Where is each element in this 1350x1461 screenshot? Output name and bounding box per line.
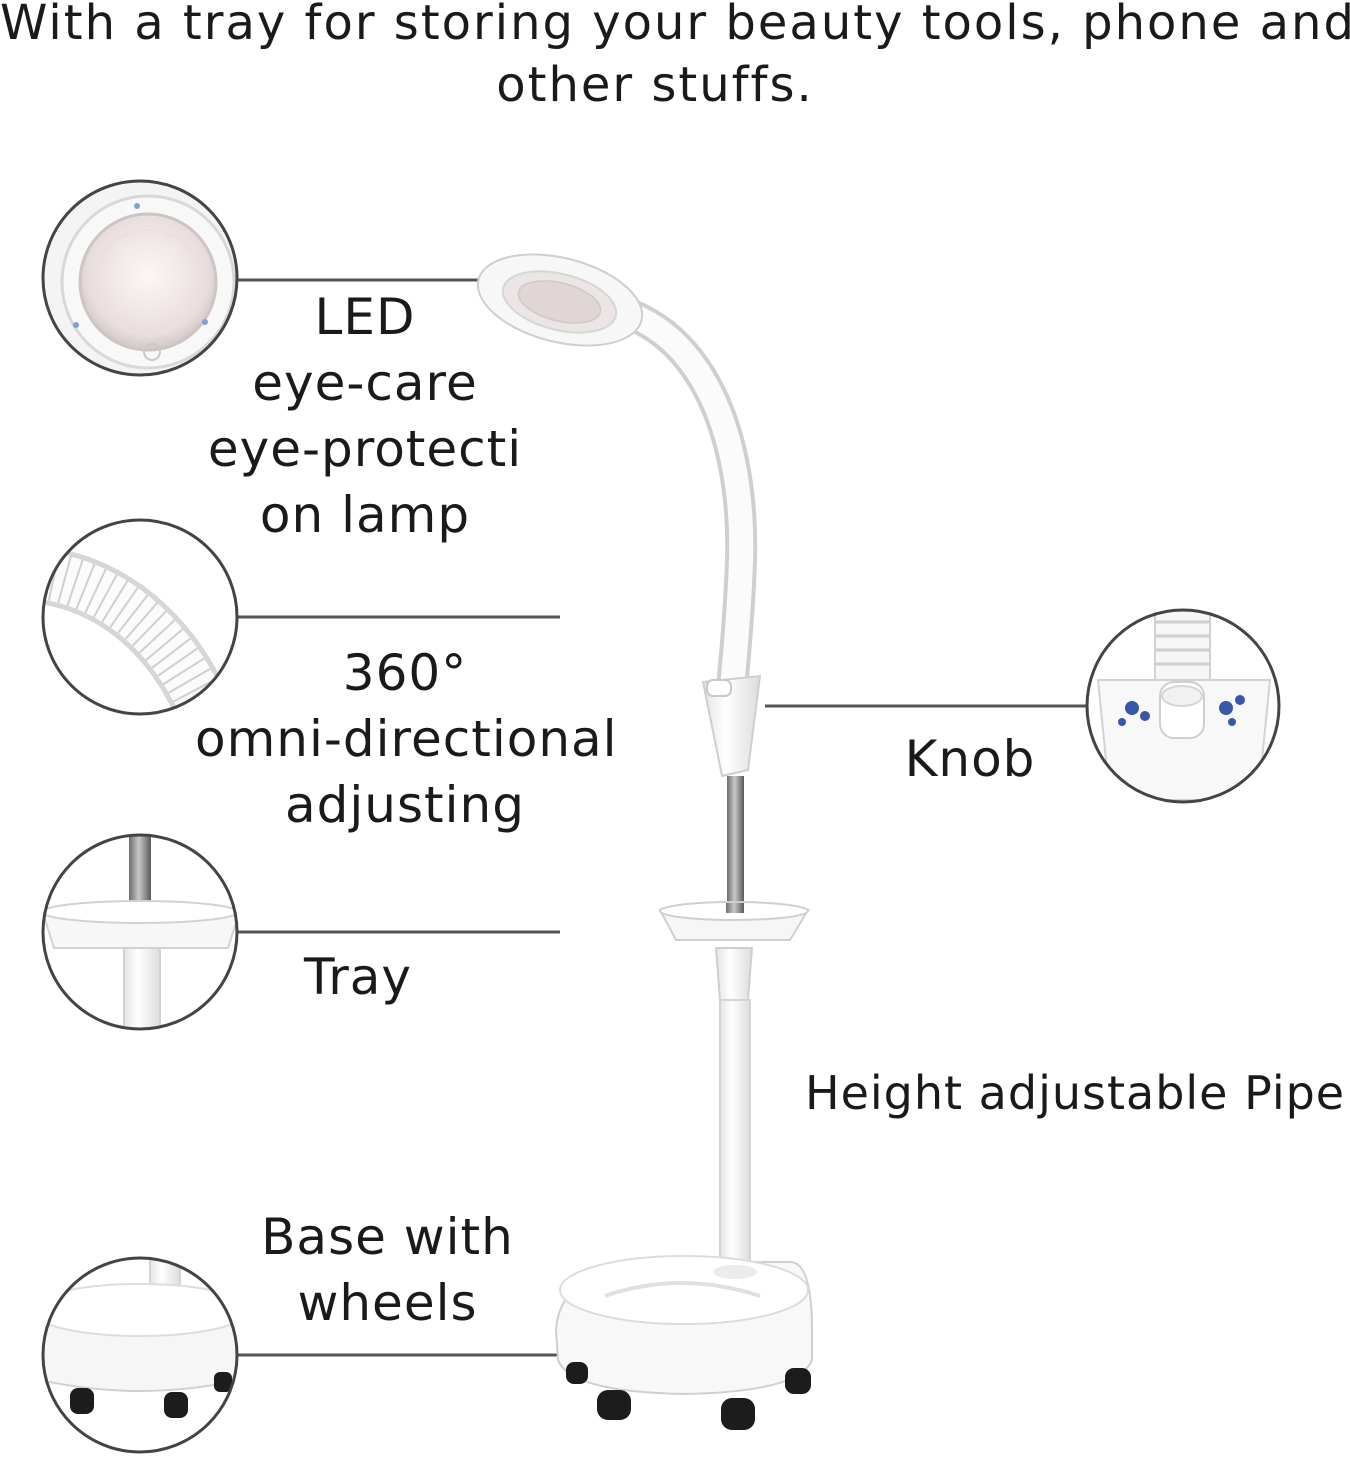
main-gooseneck [554, 288, 758, 706]
knob-closeup-icon [1085, 608, 1281, 804]
main-pipe-collar [714, 947, 754, 1001]
led-ring-lamp-closeup-icon [41, 179, 239, 377]
label-gooseneck-line-1: 360° [342, 644, 468, 702]
main-base [554, 1255, 813, 1396]
label-gooseneck-line-2: omni-directional [195, 710, 618, 768]
main-lamp-head [476, 253, 644, 347]
label-base-line-1: Base with [261, 1208, 514, 1266]
label-pipe: Height adjustable Pipe [805, 1060, 1345, 1126]
main-wheels [566, 1362, 811, 1430]
flexible-gooseneck-closeup-icon [41, 518, 239, 716]
label-base-line-2: wheels [297, 1274, 478, 1332]
label-tray-line-1: Tray [304, 948, 412, 1006]
label-knob-line-1: Knob [904, 730, 1036, 788]
label-knob: Knob [890, 726, 1050, 792]
tray-closeup-icon [41, 833, 239, 1031]
label-led-line-4: on lamp [259, 486, 471, 544]
wheeled-base-closeup-icon [41, 1256, 239, 1454]
main-lamp [476, 253, 813, 1430]
caption-line-1: With a tray for storing your beauty tool… [0, 0, 1350, 51]
label-led-line-3: eye-protecti [207, 420, 523, 478]
label-pipe-line-1: Height adjustable Pipe [805, 1066, 1346, 1120]
label-base: Base with wheels [245, 1204, 530, 1336]
label-gooseneck: 360° omni-directional adjusting [195, 640, 618, 838]
label-led-line-2: eye-care [252, 354, 478, 412]
label-gooseneck-line-3: adjusting [285, 776, 525, 834]
label-led-line-1: LED [314, 288, 416, 346]
main-tray [658, 901, 810, 941]
label-led: LED eye-care eye-protecti on lamp [205, 284, 525, 548]
main-white-pipe [719, 999, 751, 1271]
caption-line-2: other stuffs. [496, 57, 814, 113]
main-metal-rod [727, 776, 744, 916]
main-knob-housing [701, 674, 762, 778]
label-tray: Tray [258, 944, 458, 1010]
